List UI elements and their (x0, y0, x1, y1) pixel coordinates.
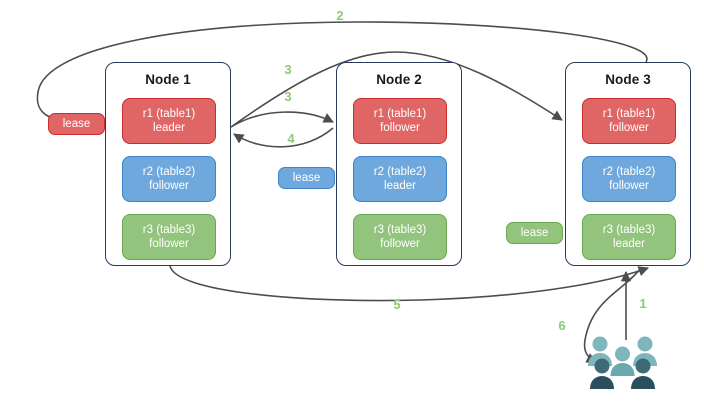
replica-n1-r1[interactable]: r1 (table1) leader (122, 98, 216, 144)
replica-role: follower (380, 238, 420, 250)
node-1-title: Node 1 (145, 72, 191, 87)
edge-3-node1-to-node2 (230, 111, 334, 128)
replica-n2-r1[interactable]: r1 (table1) follower (353, 98, 447, 144)
node-3-title: Node 3 (605, 72, 651, 87)
node-2-box[interactable]: Node 2 r1 (table1) follower r2 (table2) … (336, 62, 462, 266)
replica-name: r2 (table2) (142, 165, 196, 178)
lease-label: lease (292, 172, 321, 184)
replica-role: leader (613, 238, 645, 250)
replica-role: follower (380, 122, 420, 134)
step-label-2: 2 (336, 8, 344, 23)
step-label-4: 4 (287, 131, 295, 146)
replica-role: follower (609, 122, 649, 134)
replica-role: follower (149, 180, 189, 192)
edge-5-node1-to-node3 (169, 265, 649, 302)
lease-badge-blue[interactable]: lease (278, 167, 335, 189)
replica-role: leader (384, 180, 416, 192)
replica-name: r3 (table3) (602, 223, 656, 236)
replica-name: r3 (table3) (142, 223, 196, 236)
replica-n1-r3[interactable]: r3 (table3) follower (122, 214, 216, 260)
step-label-6: 6 (558, 318, 566, 333)
step-label-5: 5 (393, 297, 401, 312)
people-group-icon (588, 336, 657, 389)
replica-n3-r3[interactable]: r3 (table3) leader (582, 214, 676, 260)
replica-name: r2 (table2) (602, 165, 656, 178)
replica-n2-r3[interactable]: r3 (table3) follower (353, 214, 447, 260)
replica-role: leader (153, 122, 185, 134)
replica-name: r1 (table1) (373, 107, 427, 120)
lease-label: lease (520, 227, 549, 239)
lease-label: lease (62, 118, 91, 130)
step-label-3b: 3 (284, 89, 292, 104)
replica-n3-r1[interactable]: r1 (table1) follower (582, 98, 676, 144)
step-label-3a: 3 (284, 62, 292, 77)
replica-n2-r2[interactable]: r2 (table2) leader (353, 156, 447, 202)
replica-name: r3 (table3) (373, 223, 427, 236)
replica-role: follower (149, 238, 189, 250)
lease-badge-red[interactable]: lease (48, 113, 105, 135)
node-2-title: Node 2 (376, 72, 422, 87)
replica-n1-r2[interactable]: r2 (table2) follower (122, 156, 216, 202)
replica-role: follower (609, 180, 649, 192)
replica-n3-r2[interactable]: r2 (table2) follower (582, 156, 676, 202)
replica-name: r2 (table2) (373, 165, 427, 178)
step-label-1: 1 (639, 296, 647, 311)
node-1-box[interactable]: Node 1 r1 (table1) leader r2 (table2) fo… (105, 62, 231, 266)
replica-name: r1 (table1) (142, 107, 196, 120)
node-3-box[interactable]: Node 3 r1 (table1) follower r2 (table2) … (565, 62, 691, 266)
lease-badge-green[interactable]: lease (506, 222, 563, 244)
replica-name: r1 (table1) (602, 107, 656, 120)
